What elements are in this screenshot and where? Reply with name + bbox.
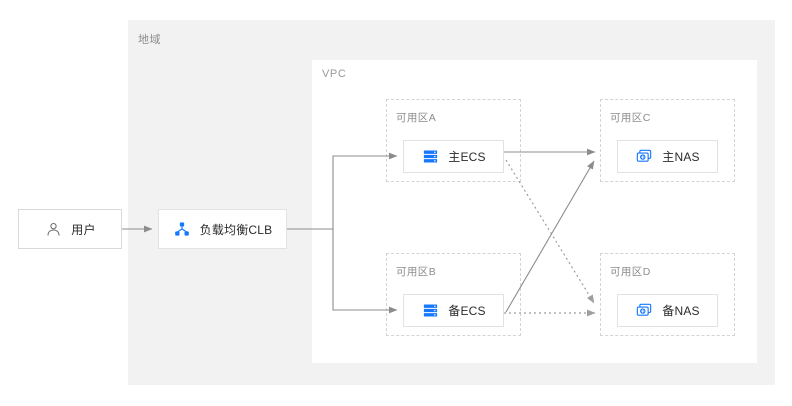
vpc-label: VPC	[322, 68, 347, 80]
load-balancer-icon	[173, 220, 191, 238]
server-stack-icon	[421, 302, 439, 320]
availability-zone-d-label: 可用区D	[610, 266, 651, 278]
availability-zone-b-label: 可用区B	[396, 266, 437, 278]
node-load-balancer[interactable]: 负载均衡CLB	[158, 209, 287, 249]
node-nas-primary-label: 主NAS	[662, 150, 700, 164]
node-ecs-primary[interactable]: 主ECS	[403, 140, 504, 173]
user-icon	[44, 220, 62, 238]
node-load-balancer-label: 负载均衡CLB	[199, 222, 273, 237]
node-ecs-backup-label: 备ECS	[448, 304, 486, 318]
node-nas-backup-label: 备NAS	[662, 304, 700, 318]
nas-storage-icon	[635, 302, 653, 320]
region-label: 地域	[138, 34, 161, 46]
availability-zone-a-label: 可用区A	[396, 112, 437, 124]
node-ecs-primary-label: 主ECS	[448, 150, 486, 164]
node-user[interactable]: 用户	[18, 209, 122, 249]
node-nas-backup[interactable]: 备NAS	[617, 294, 718, 327]
nas-storage-icon	[635, 148, 653, 166]
node-user-label: 用户	[71, 222, 96, 237]
node-ecs-backup[interactable]: 备ECS	[403, 294, 504, 327]
availability-zone-d	[600, 253, 735, 336]
availability-zone-c-label: 可用区C	[610, 112, 651, 124]
server-stack-icon	[421, 148, 439, 166]
availability-zone-a	[386, 99, 521, 182]
node-nas-primary[interactable]: 主NAS	[617, 140, 718, 173]
availability-zone-c	[600, 99, 735, 182]
